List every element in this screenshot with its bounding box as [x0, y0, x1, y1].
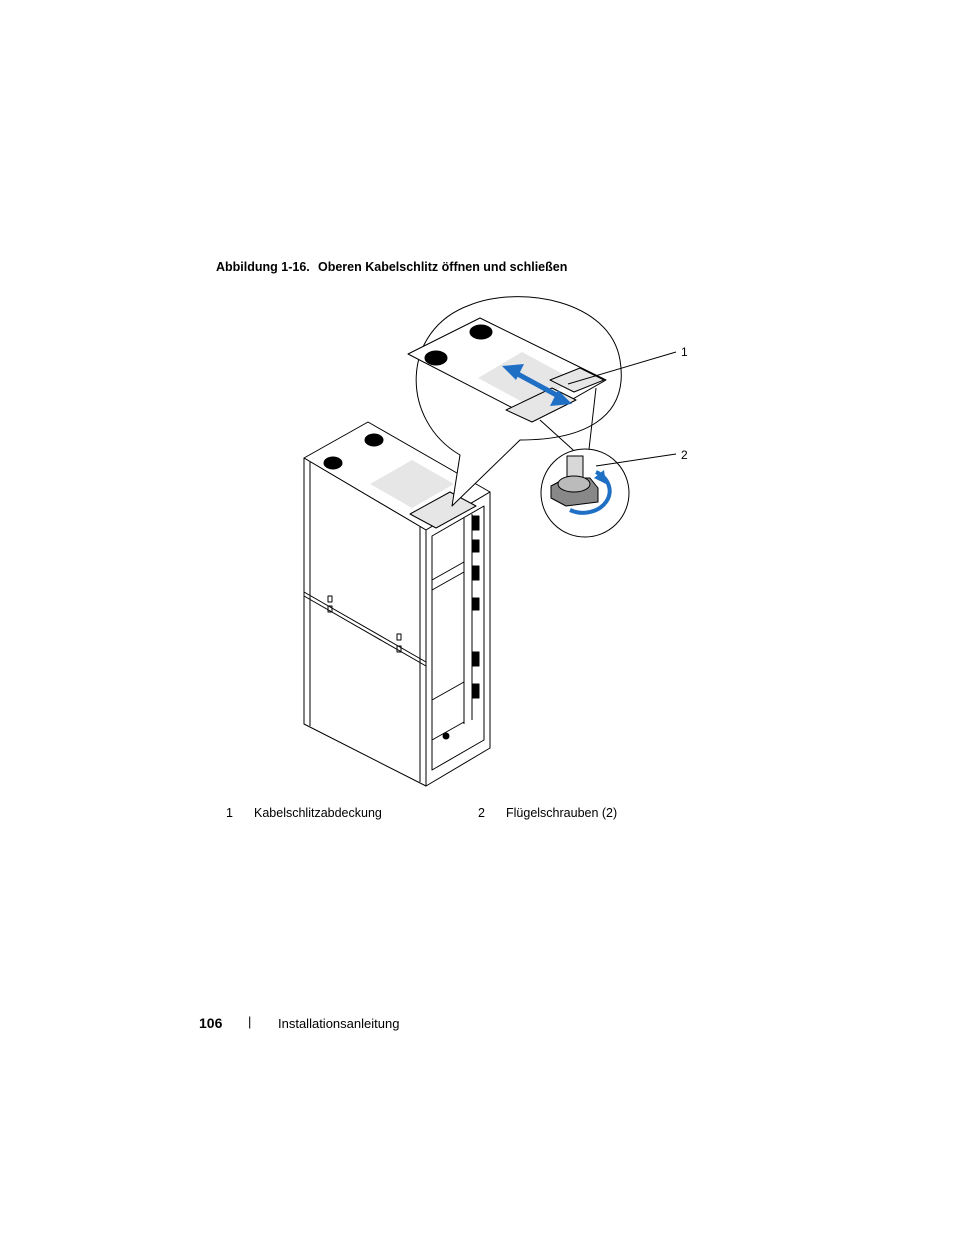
page-number: 106 [199, 1015, 223, 1031]
figure-caption: Abbildung 1-16. Oberen Kabelschlitz öffne… [216, 260, 567, 274]
callout-1: 1 [681, 345, 688, 359]
legend-number: 1 [226, 806, 233, 820]
legend-text: Kabelschlitzabdeckung [254, 806, 382, 820]
rack-cabinet [303, 421, 491, 787]
slide-arrow [502, 364, 572, 406]
figure-label: Abbildung 1-16. [216, 260, 310, 274]
document-name: Installationsanleitung [278, 1016, 400, 1031]
callout-2: 2 [681, 448, 688, 462]
figure-title: Oberen Kabelschlitz öffnen und schließen [318, 260, 568, 274]
footer-separator: | [248, 1014, 252, 1029]
legend-text: Flügelschrauben (2) [506, 806, 618, 820]
rack-illustration: 1 2 [303, 296, 688, 787]
legend-number: 2 [478, 806, 485, 820]
thumbscrew-detail [540, 448, 630, 538]
